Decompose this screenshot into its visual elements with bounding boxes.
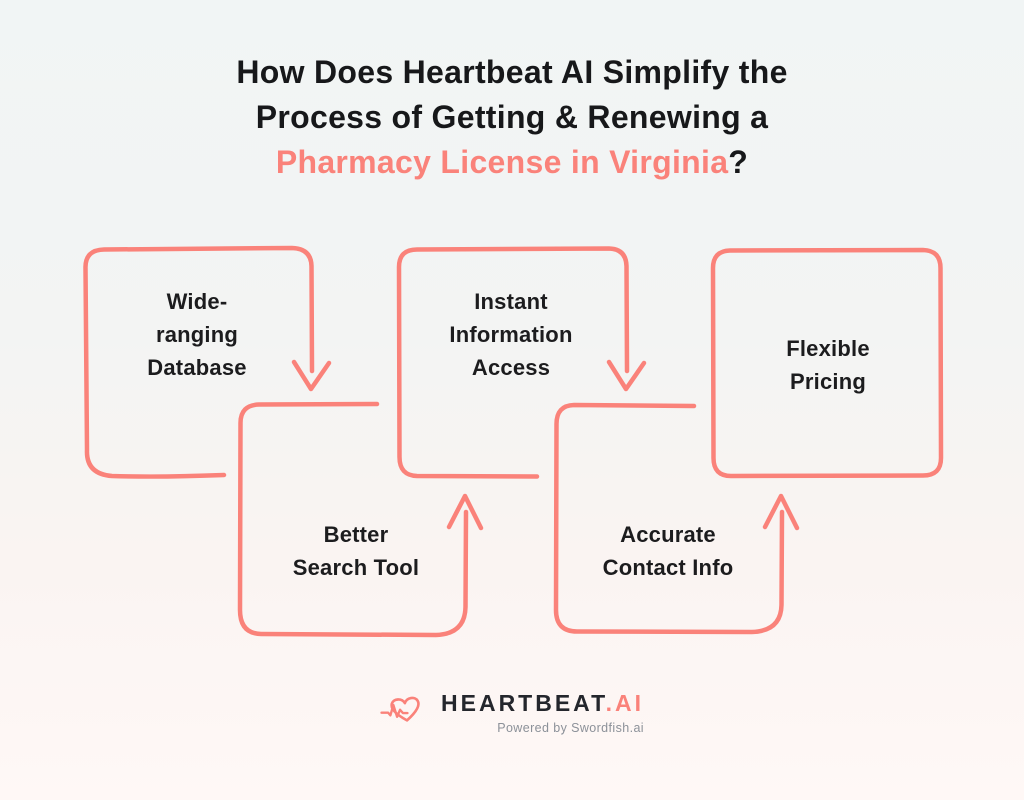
page-title: How Does Heartbeat AI Simplify the Proce… bbox=[0, 50, 1024, 185]
box-label-line: Accurate bbox=[620, 522, 716, 547]
logo-text-block: HEARTBEAT.AI Powered by Swordfish.ai bbox=[441, 690, 644, 735]
flow-diagram bbox=[83, 245, 944, 638]
heart-pulse-icon bbox=[380, 696, 420, 722]
box-label-flexible-pricing: Flexible Pricing bbox=[728, 332, 928, 398]
box-label-accurate-contact-info: Accurate Contact Info bbox=[568, 518, 768, 584]
box-flexible-pricing-outline bbox=[710, 247, 944, 479]
box-label-line: Instant bbox=[474, 289, 548, 314]
box-label-line: Wide- bbox=[166, 289, 228, 314]
title-question-mark: ? bbox=[728, 144, 749, 180]
title-line-1: How Does Heartbeat AI Simplify the bbox=[236, 54, 788, 90]
box-label-line: Flexible bbox=[786, 336, 870, 361]
heartbeat-logo: HEARTBEAT.AI Powered by Swordfish.ai bbox=[0, 690, 1024, 735]
brand-name: HEARTBEAT bbox=[441, 690, 606, 716]
box-label-line: Pricing bbox=[790, 369, 866, 394]
box-label-line: Contact Info bbox=[602, 555, 734, 580]
arrow-down-1-icon bbox=[291, 359, 332, 392]
brand-suffix: .AI bbox=[605, 690, 644, 716]
box-wide-ranging-database-outline bbox=[83, 245, 315, 479]
heart-outline bbox=[390, 696, 420, 722]
box-instant-information-access-outline bbox=[396, 246, 630, 479]
box-label-instant-information-access: Instant Information Access bbox=[401, 285, 621, 384]
title-highlight: Pharmacy License in Virginia bbox=[275, 144, 729, 180]
box-label-line: Better bbox=[323, 522, 389, 547]
box-label-line: Search Tool bbox=[292, 555, 420, 580]
box-label-line: Database bbox=[147, 355, 247, 380]
arrow-up-2-icon bbox=[762, 493, 800, 531]
title-line-3: Pharmacy License in Virginia? bbox=[0, 140, 1024, 185]
box-accurate-contact-info-outline bbox=[553, 402, 785, 635]
arrow-down-2-icon bbox=[606, 359, 647, 392]
box-label-line: Access bbox=[471, 355, 551, 380]
box-label-better-search-tool: Better Search Tool bbox=[256, 518, 456, 584]
pulse-line bbox=[380, 703, 409, 718]
box-label-wide-ranging-database: Wide- ranging Database bbox=[97, 285, 297, 384]
title-line-2: Process of Getting & Renewing a bbox=[255, 99, 769, 135]
powered-by-tagline: Powered by Swordfish.ai bbox=[497, 721, 644, 735]
box-label-line: Information bbox=[449, 322, 573, 347]
arrow-up-1-icon bbox=[446, 493, 484, 531]
box-label-line: ranging bbox=[155, 322, 239, 347]
box-better-search-tool-outline bbox=[237, 401, 469, 638]
brand-wordmark: HEARTBEAT.AI bbox=[441, 690, 644, 717]
